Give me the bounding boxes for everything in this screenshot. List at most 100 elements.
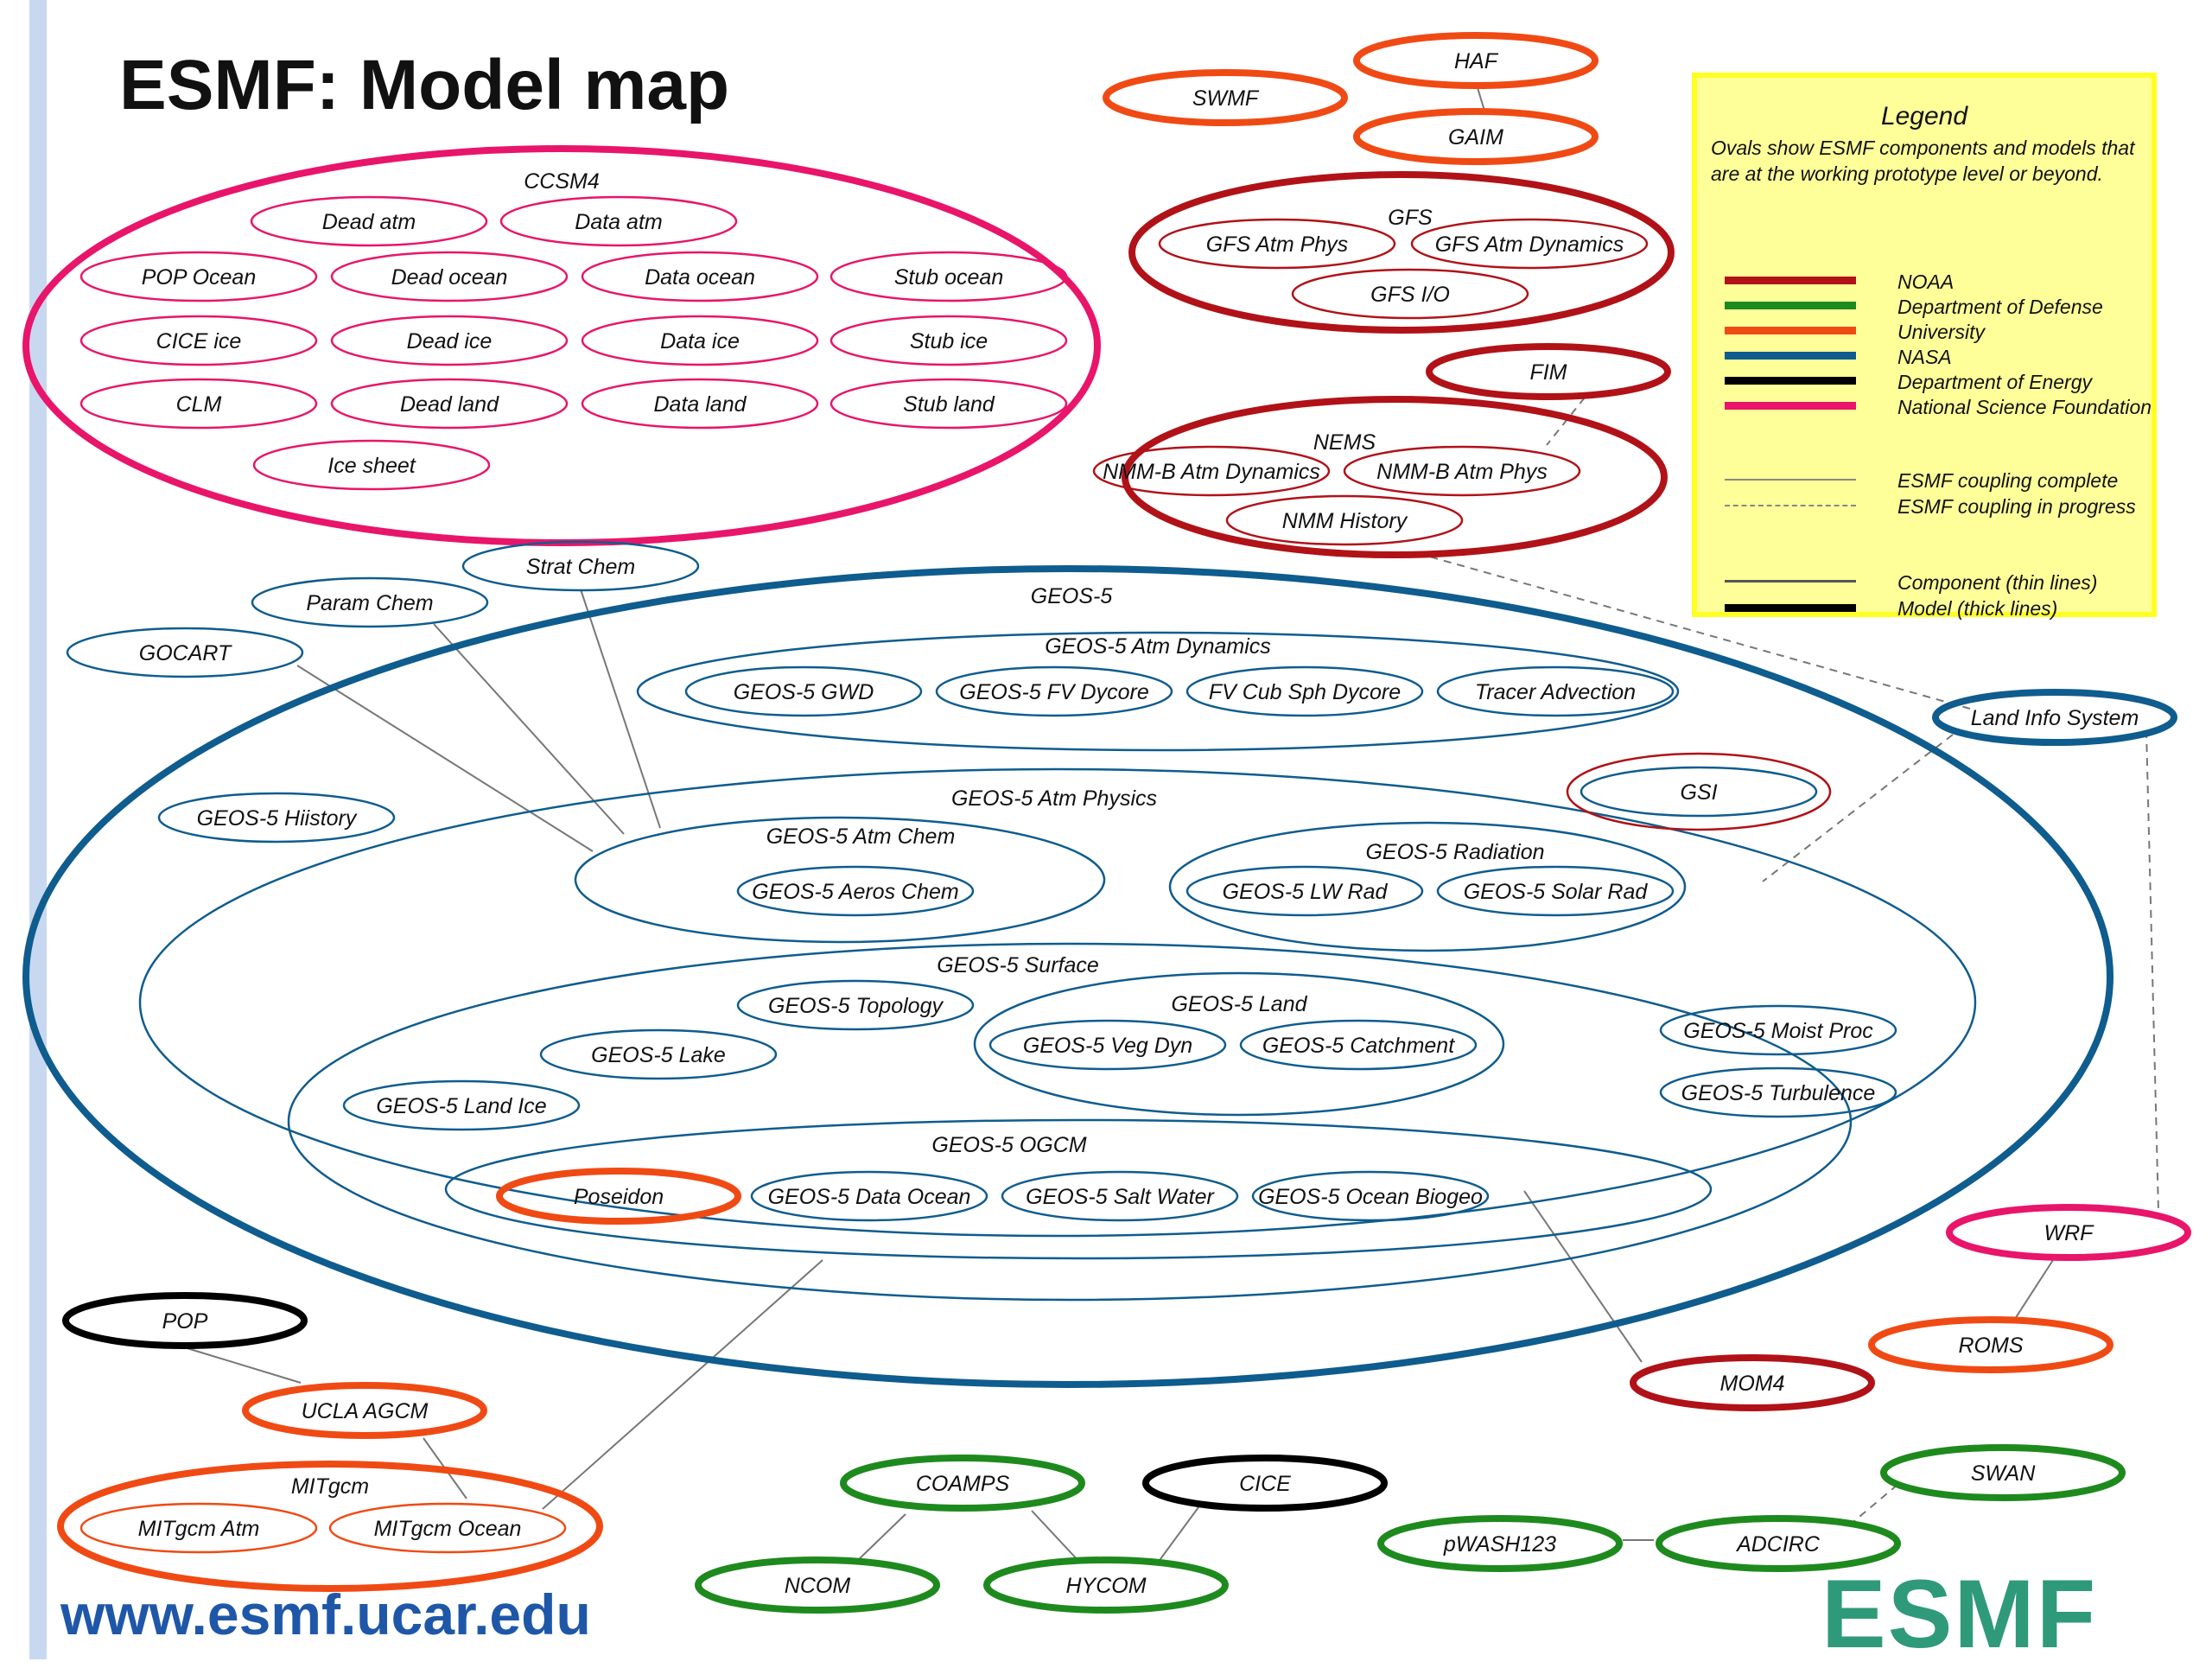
- haf-oval: [1353, 32, 1599, 89]
- ccsm4-data-atm-oval: [499, 195, 738, 247]
- mitgcm-title-label: MITgcm: [291, 1474, 369, 1499]
- mitgcm-ocean-oval: [328, 1502, 567, 1554]
- legend-swatch-thin-line: [1725, 580, 1856, 583]
- land-info-system-label: Land Info System: [1971, 706, 2139, 730]
- website-link[interactable]: www.esmf.ucar.edu: [60, 1582, 591, 1646]
- mom4-label: MOM4: [1720, 1372, 1785, 1396]
- geos5-veg-dyn-label: GEOS-5 Veg Dyn: [1023, 1034, 1192, 1058]
- legend-label-nasa: NASA: [1897, 346, 1952, 368]
- geos5-moist-proc-oval: [1659, 1004, 1897, 1056]
- ccsm4-cice-ice-label: CICE ice: [156, 329, 242, 353]
- geos5-land-oval: [973, 971, 1505, 1117]
- geos5-land-title-label: GEOS-5 Land: [1171, 992, 1307, 1016]
- legend-label-noaa: NOAA: [1897, 271, 1955, 293]
- geos5-data-ocean-oval: [750, 1170, 988, 1222]
- tracer-advection-oval: [1436, 665, 1675, 717]
- fim-label: FIM: [1529, 360, 1567, 385]
- param-chem-oval: [251, 576, 489, 628]
- legend-swatch-solid-line: [1725, 479, 1856, 481]
- geos5-title-label: GEOS-5: [1031, 584, 1113, 608]
- nems-title-label: NEMS: [1313, 430, 1376, 455]
- cice-hycom-link: [1157, 1503, 1202, 1563]
- ccsm4-data-ocean-label: Data ocean: [645, 265, 755, 290]
- ucla-agcm-label: UCLA AGCM: [302, 1399, 429, 1423]
- legend-swatch-thick-line: [1725, 604, 1856, 612]
- ccsm4-clm-label: CLM: [176, 392, 222, 417]
- legend-label-coupling-complete: ESMF coupling complete: [1897, 469, 2119, 492]
- ucla-agcm-oval: [242, 1382, 487, 1439]
- fv-cub-sph-dycore-label: FV Cub Sph Dycore: [1209, 680, 1401, 704]
- ccsm4-data-atm-label: Data atm: [575, 210, 662, 234]
- geos5-atm-physics-oval: [138, 767, 1977, 1238]
- ccsm4-dead-atm-oval: [250, 195, 488, 247]
- legend-box: Legend Ovals show ESMF components and mo…: [1692, 73, 2157, 620]
- legend-label-doe: Department of Energy: [1897, 371, 2093, 393]
- mom4-oval: [1630, 1354, 1875, 1411]
- geos5-turbulence-oval: [1659, 1066, 1897, 1118]
- coamps-ncom-link: [855, 1513, 906, 1563]
- coamps-hycom-link: [1031, 1510, 1081, 1563]
- tracer-advection-label: Tracer Advection: [1475, 680, 1636, 704]
- gaim-label: GAIM: [1448, 125, 1503, 150]
- legend-swatch-university: [1725, 327, 1856, 334]
- haf-label: HAF: [1454, 49, 1499, 73]
- geos-5-fv-dycore-oval: [935, 665, 1173, 717]
- lis-geos5-link: [1762, 734, 1954, 882]
- roms-oval: [1868, 1316, 2113, 1373]
- geos5-atm-dynamics-title-label: GEOS-5 Atm Dynamics: [1045, 634, 1271, 659]
- pwash123-label: pWASH123: [1443, 1532, 1556, 1557]
- ccsm4-clm-oval: [79, 378, 318, 430]
- legend-swatch-doe: [1725, 377, 1856, 385]
- ccsm4-pop-ocean-oval: [79, 251, 318, 302]
- ccsm4-dead-ice-label: Dead ice: [407, 329, 493, 353]
- ccsm4-dead-land-oval: [330, 378, 569, 430]
- nmm-b-atm-dynamics-oval: [1092, 445, 1331, 497]
- geos5-topology-label: GEOS-5 Topology: [768, 994, 944, 1018]
- geos5-oval: [22, 565, 2113, 1388]
- geos5-catchment-oval: [1239, 1019, 1478, 1071]
- geos5-topology-oval: [736, 979, 975, 1031]
- mitgcm-ocean-label: MITgcm Ocean: [374, 1517, 522, 1541]
- cice-label: CICE: [1239, 1472, 1291, 1496]
- pwash123-oval: [1377, 1515, 1623, 1572]
- pop-oval: [62, 1292, 308, 1349]
- geos5-surface-oval: [287, 942, 1853, 1302]
- strat-chem-oval: [461, 540, 700, 592]
- gfs-atm-dynamics-label: GFS Atm Dynamics: [1435, 232, 1624, 257]
- fim-oval: [1426, 343, 1671, 400]
- ccsm4-stub-ocean-label: Stub ocean: [894, 265, 1004, 290]
- geos5-solar-rad-label: GEOS-5 Solar Rad: [1464, 880, 1649, 904]
- ccsm4-data-ice-label: Data ice: [660, 329, 740, 353]
- gsi-label: GSI: [1680, 780, 1717, 805]
- geos5-ocean-biogeo-label: GEOS-5 Ocean Biogeo: [1258, 1185, 1483, 1209]
- legend-swatch-noaa: [1725, 277, 1856, 284]
- geos5-lake-label: GEOS-5 Lake: [591, 1043, 726, 1067]
- legend-label-nsf: National Science Foundation: [1897, 396, 2152, 418]
- mitgcm-atm-oval: [79, 1502, 318, 1554]
- swmf-label: SWMF: [1192, 86, 1260, 111]
- ccsm4-stub-ice-label: Stub ice: [910, 329, 988, 353]
- swan-label: SWAN: [1971, 1461, 2036, 1486]
- legend-description: Ovals show ESMF components and models th…: [1711, 137, 2135, 185]
- legend-swatch-dashed-line: [1725, 505, 1856, 506]
- geos5-atm-dynamics-oval: [636, 631, 1680, 752]
- gaim-oval: [1353, 108, 1599, 165]
- page-title: ESMF: Model map: [119, 46, 730, 124]
- ccsm4-stub-ocean-oval: [830, 251, 1068, 302]
- geos5-atm-chem-oval: [574, 816, 1106, 944]
- param-chem-label: Param Chem: [306, 591, 433, 615]
- legend-swatch-nasa: [1725, 352, 1856, 360]
- ccsm4-pop-ocean-label: POP Ocean: [142, 265, 256, 290]
- geos5-aeros-chem-label: GEOS-5 Aeros Chem: [752, 880, 958, 904]
- ccsm4-data-land-oval: [581, 378, 819, 430]
- ccsm4-dead-ice-oval: [330, 315, 569, 366]
- hycom-oval: [983, 1557, 1229, 1614]
- nmm-b-atm-phys-label: NMM-B Atm Phys: [1376, 460, 1548, 484]
- coamps-label: COAMPS: [916, 1472, 1010, 1496]
- ccsm4-dead-ocean-oval: [330, 251, 569, 302]
- pop-ucla-link: [181, 1346, 302, 1384]
- geos5-history-label: GEOS-5 Hiistory: [197, 806, 358, 831]
- legend-title: Legend: [1880, 102, 1968, 131]
- geos5-surface-title-label: GEOS-5 Surface: [937, 953, 1099, 977]
- gfs-atm-phys-label: GFS Atm Phys: [1206, 232, 1348, 257]
